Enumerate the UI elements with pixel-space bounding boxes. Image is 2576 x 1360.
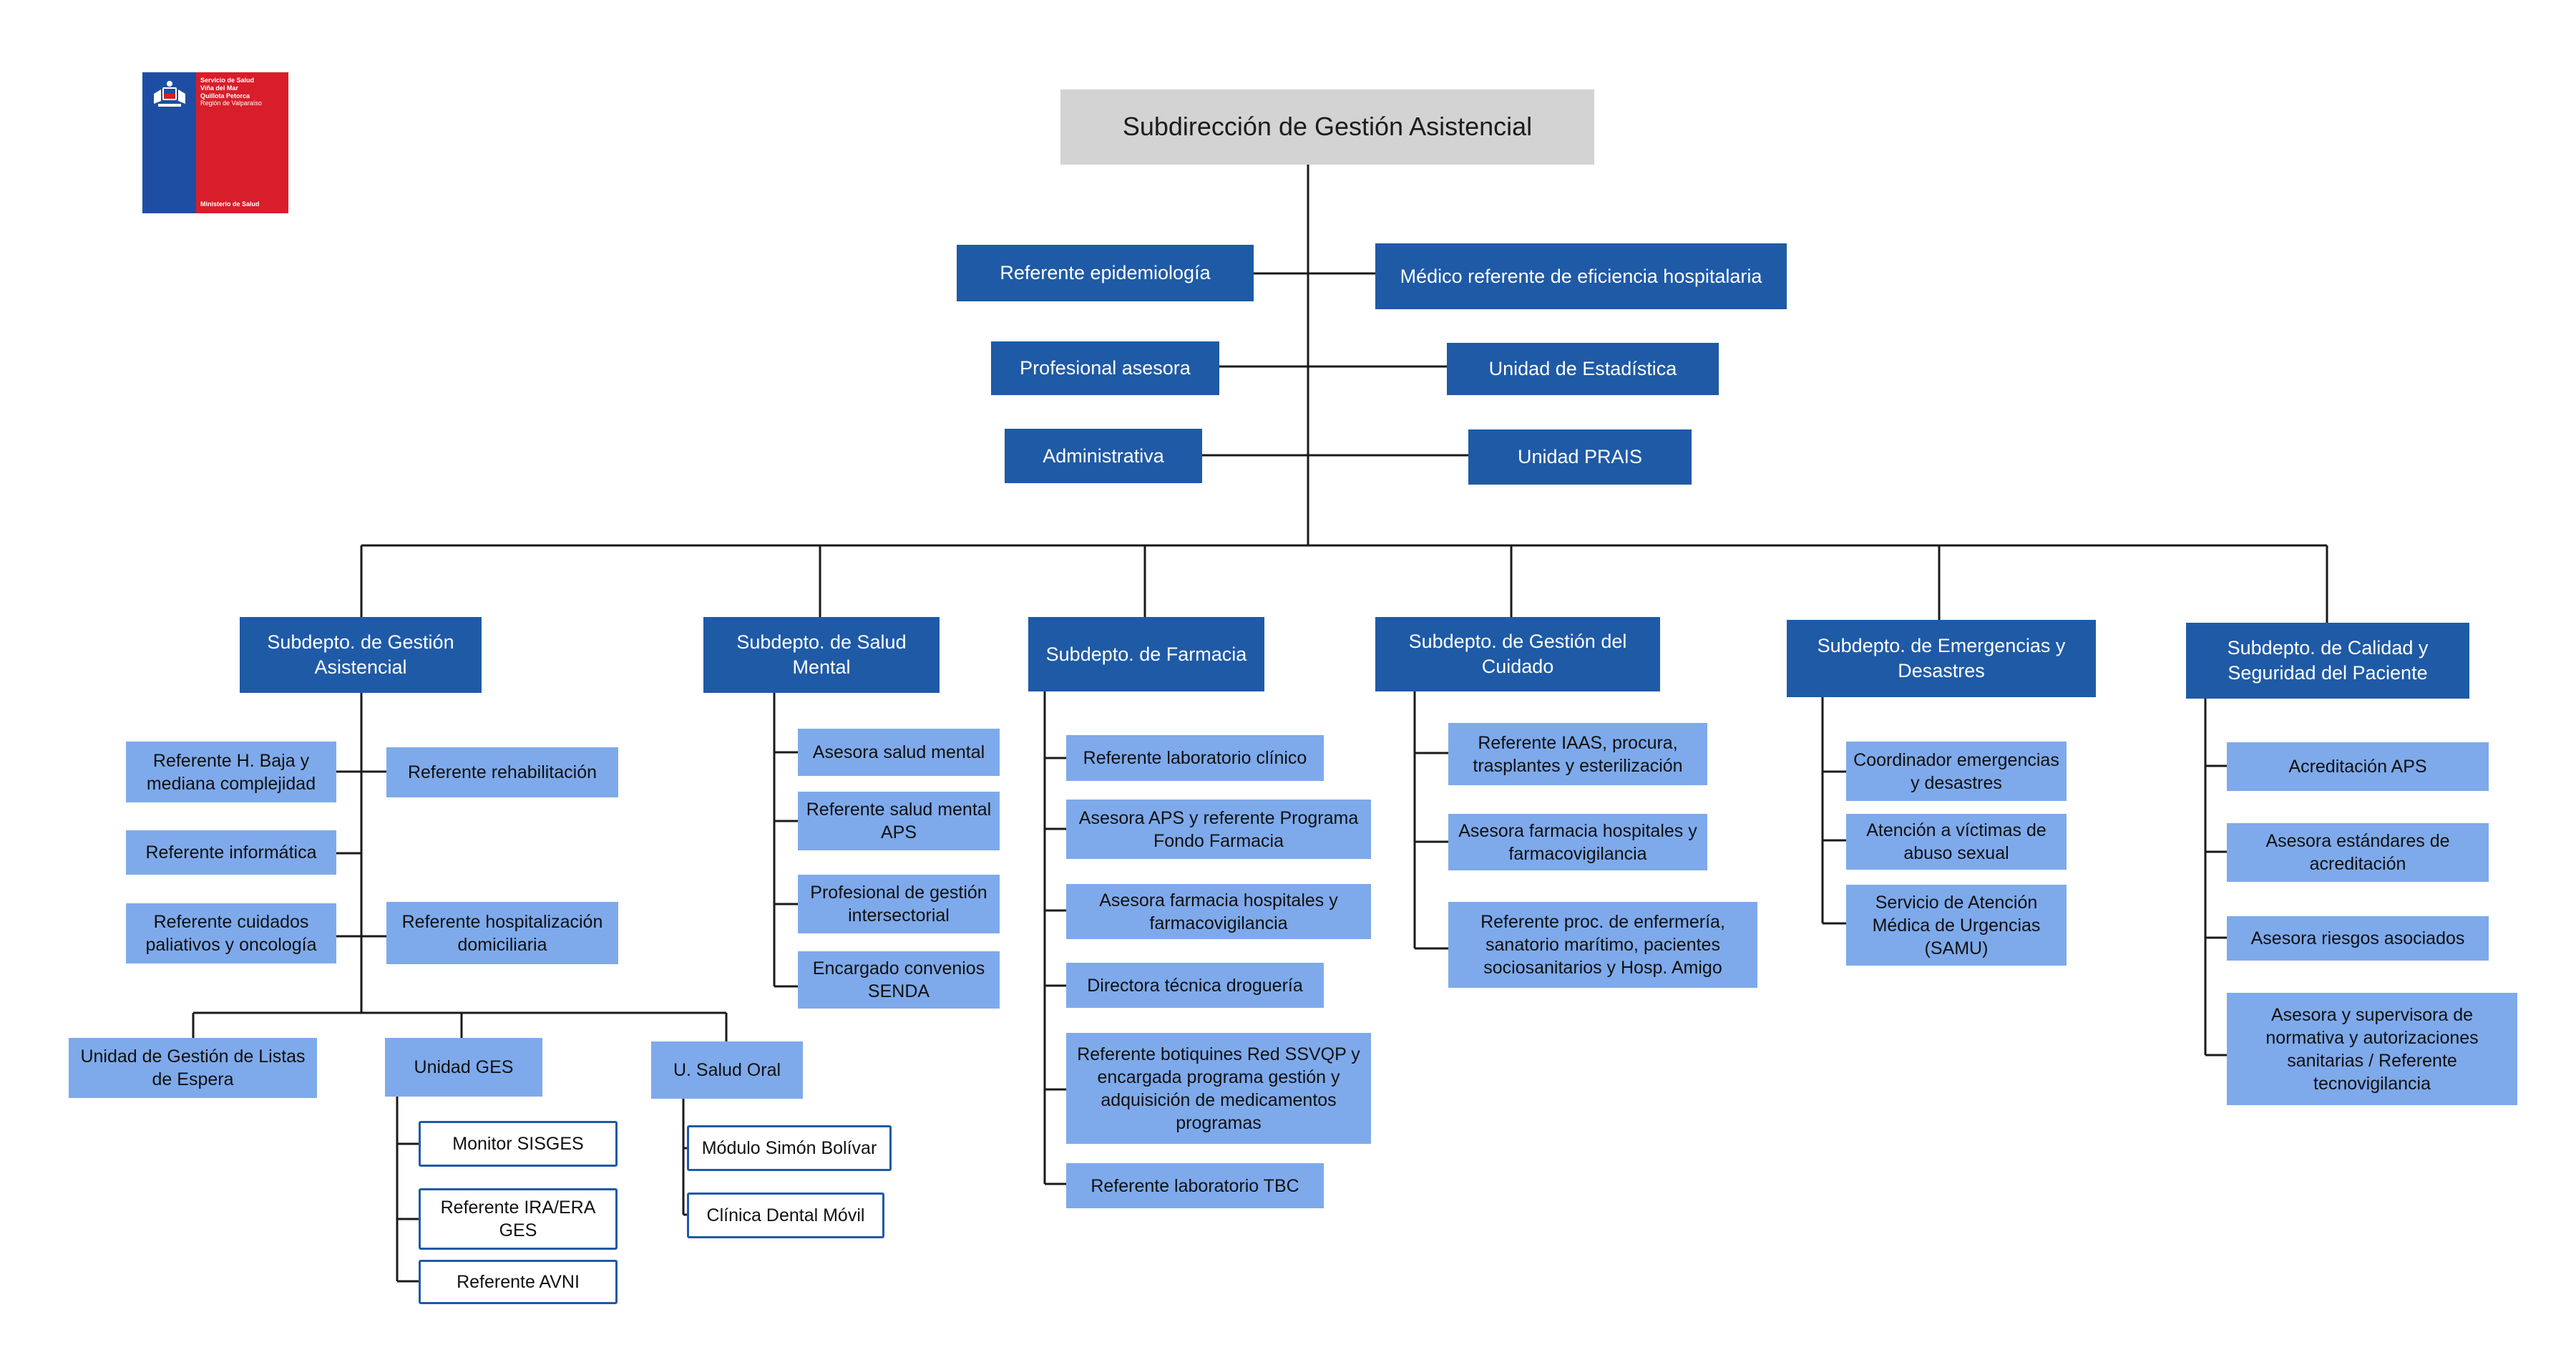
emergencias-item: Coordinador emergencias y desastres [1846,742,2067,801]
farmacia-item: Referente laboratorio TBC [1066,1163,1324,1208]
subdepto-gestion-asistencial: Subdepto. de Gestión Asistencial [240,617,482,693]
emergencias-item: Servicio de Atención Médica de Urgencias… [1846,885,2067,966]
salud-mental-item: Encargado convenios SENDA [798,951,1000,1009]
unidad-estadistica: Unidad de Estadística [1447,343,1719,395]
salud-mental-item: Profesional de gestión intersectorial [798,875,1000,933]
farmacia-item: Asesora APS y referente Programa Fondo F… [1066,800,1371,859]
clinica-dental-movil: Clínica Dental Móvil [687,1193,884,1238]
unidad-ges: Unidad GES [385,1038,542,1097]
unidad-salud-oral: U. Salud Oral [651,1041,803,1099]
modulo-simon-bolivar: Módulo Simón Bolívar [687,1125,892,1171]
subdepto-emergencias: Subdepto. de Emergencias y Desastres [1787,620,2096,697]
salud-mental-item: Referente salud mental APS [798,792,1000,850]
medico-eficiencia: Médico referente de eficiencia hospitala… [1375,243,1787,309]
logo-line: Región de Valparaíso [200,99,262,107]
unidad-prais: Unidad PRAIS [1468,429,1692,485]
monitor-sisges: Monitor SISGES [419,1121,618,1167]
referente-hospitalizacion: Referente hospitalización domiciliaria [386,902,618,964]
logo-text-panel: Servicio de Salud Viña del Mar Quillota … [196,72,288,213]
calidad-item: Asesora estándares de acreditación [2227,823,2489,882]
logo-line: Servicio de Salud [200,77,255,84]
ministry-logo: Servicio de Salud Viña del Mar Quillota … [142,72,288,213]
emergencias-item: Atención a víctimas de abuso sexual [1846,814,2067,870]
farmacia-item: Referente laboratorio clínico [1066,735,1324,781]
calidad-item: Asesora riesgos asociados [2227,916,2489,961]
referente-rehabilitacion: Referente rehabilitación [386,747,618,797]
referente-ira-era: Referente IRA/ERA GES [419,1188,618,1250]
logo-line: Viña del Mar [200,84,238,92]
calidad-item: Asesora y supervisora de normativa y aut… [2227,993,2517,1105]
subdepto-farmacia: Subdepto. de Farmacia [1028,617,1264,691]
subdepto-salud-mental: Subdepto. de Salud Mental [703,617,940,693]
referente-informatica: Referente informática [126,830,336,875]
cuidado-item: Asesora farmacia hospitales y farmacovig… [1448,814,1707,870]
logo-line: Quillota Petorca [200,92,250,99]
subdireccion-title: Subdirección de Gestión Asistencial [1060,89,1594,165]
referente-baja-complejidad: Referente H. Baja y mediana complejidad [126,742,336,802]
coat-of-arms-icon [142,72,196,213]
unidad-listas-espera: Unidad de Gestión de Listas de Espera [69,1038,317,1098]
farmacia-item: Directora técnica droguería [1066,963,1324,1008]
referente-paliativos: Referente cuidados paliativos y oncologí… [126,903,336,963]
logo-ministry: Ministerio de Salud [200,200,260,208]
referente-epidemiologia: Referente epidemiología [957,245,1254,301]
salud-mental-item: Asesora salud mental [798,729,1000,776]
referente-avni: Referente AVNI [419,1260,618,1304]
farmacia-item: Referente botiquines Red SSVQP y encarga… [1066,1033,1371,1144]
subdepto-gestion-cuidado: Subdepto. de Gestión del Cuidado [1375,617,1660,691]
farmacia-item: Asesora farmacia hospitales y farmacovig… [1066,884,1371,939]
profesional-asesora: Profesional asesora [991,341,1219,395]
administrativa: Administrativa [1005,429,1202,483]
subdepto-calidad: Subdepto. de Calidad y Seguridad del Pac… [2186,623,2469,699]
calidad-item: Acreditación APS [2227,742,2489,791]
cuidado-item: Referente IAAS, procura, trasplantes y e… [1448,723,1707,785]
cuidado-item: Referente proc. de enfermería, sanatorio… [1448,902,1757,988]
